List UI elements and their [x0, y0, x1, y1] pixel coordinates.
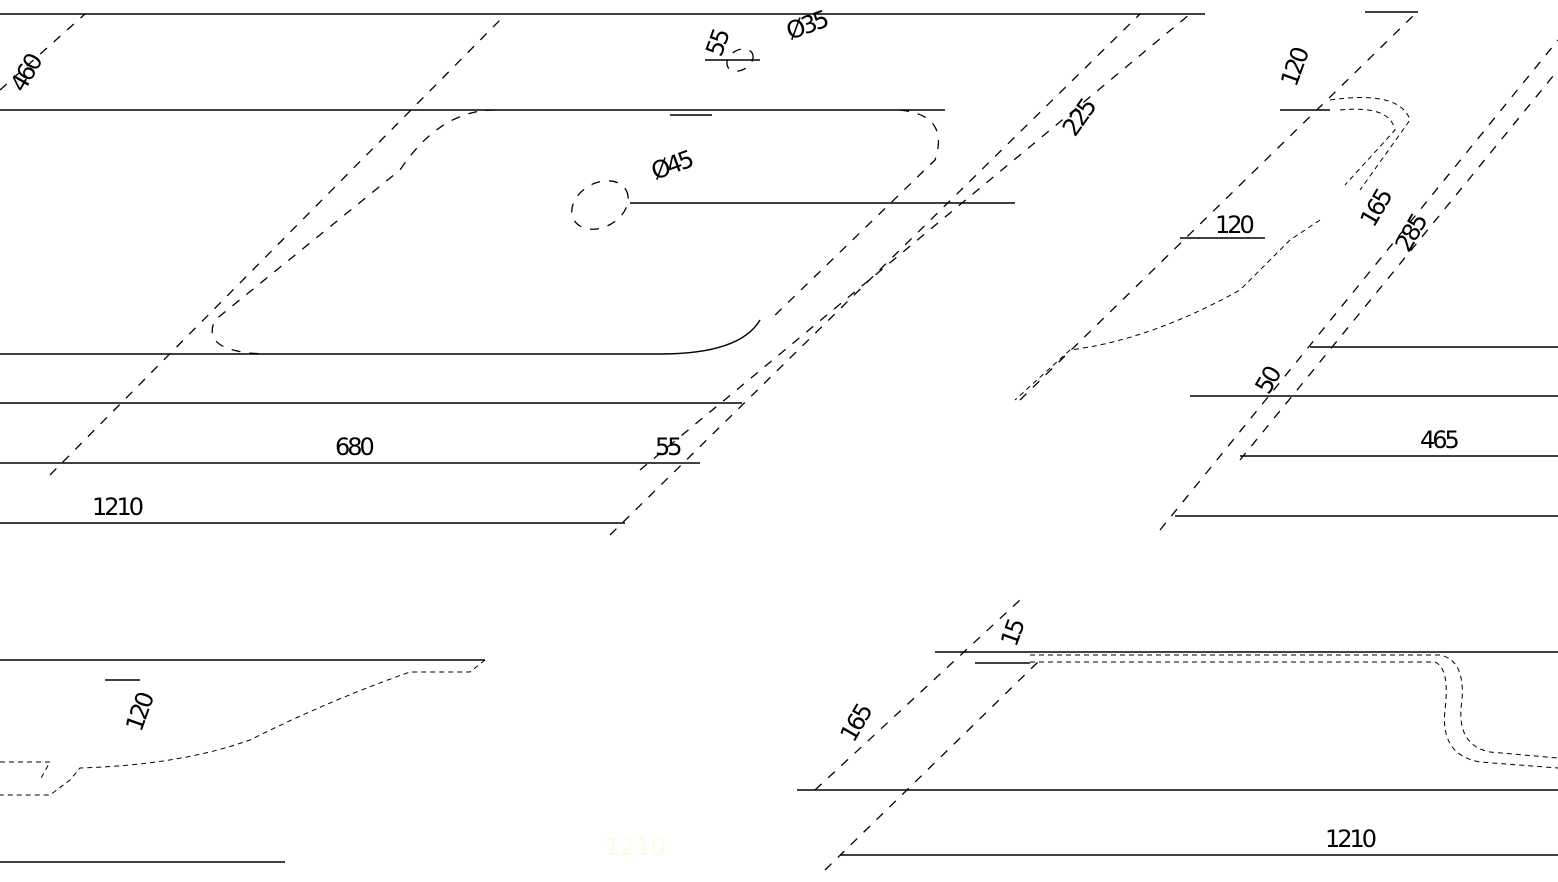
dim-label: 120 [1275, 44, 1314, 90]
dim-label: 1210 [92, 493, 143, 521]
dim-label: 55 [655, 433, 681, 461]
dim-label: 460 [5, 49, 49, 96]
dim-label: 55 [700, 26, 735, 60]
section-profile [0, 659, 486, 796]
dim-label: Ø45 [647, 145, 696, 186]
dim-label: 120 [120, 689, 159, 735]
dim-label: 1210 [1325, 825, 1376, 853]
dim-label: 465 [1420, 426, 1459, 454]
guide-line [824, 659, 1041, 871]
dim-label: Ø35 [782, 5, 831, 46]
basin-right-corner [769, 109, 940, 321]
drain-hole-icon [571, 180, 629, 230]
front-section-right: 15 165 1210 [797, 599, 1558, 871]
guide-line [1159, 39, 1558, 531]
dim-label: 225 [1057, 94, 1102, 142]
front-section-left: 120 1210 [0, 659, 666, 863]
guide-line [0, 13, 86, 91]
dim-label: 120 [1215, 211, 1254, 239]
tap-hole-icon [726, 48, 754, 72]
basin-bottom-line [0, 319, 761, 355]
dim-label: 1210 [605, 833, 666, 861]
guide-line [49, 19, 501, 476]
dim-label: 680 [335, 433, 374, 461]
guide-line [1239, 69, 1558, 461]
basin-left-corner [211, 109, 496, 355]
section-profile [1329, 97, 1411, 191]
dim-label: 165 [835, 699, 879, 746]
dim-label: 285 [1390, 209, 1434, 256]
dim-label: 165 [1355, 184, 1399, 231]
dim-label: 50 [1250, 362, 1287, 399]
section-profile [1030, 654, 1558, 769]
top-view: 460 55 Ø35 225 Ø45 680 55 1210 [0, 5, 1205, 536]
guide-line [639, 13, 1191, 471]
guide-line [814, 599, 1021, 791]
basin-curve [1014, 219, 1321, 401]
side-section: 120 120 165 285 50 465 [1014, 11, 1558, 531]
dim-label: 15 [995, 616, 1030, 650]
guide-line [1019, 13, 1416, 401]
guide-line [609, 13, 1141, 536]
